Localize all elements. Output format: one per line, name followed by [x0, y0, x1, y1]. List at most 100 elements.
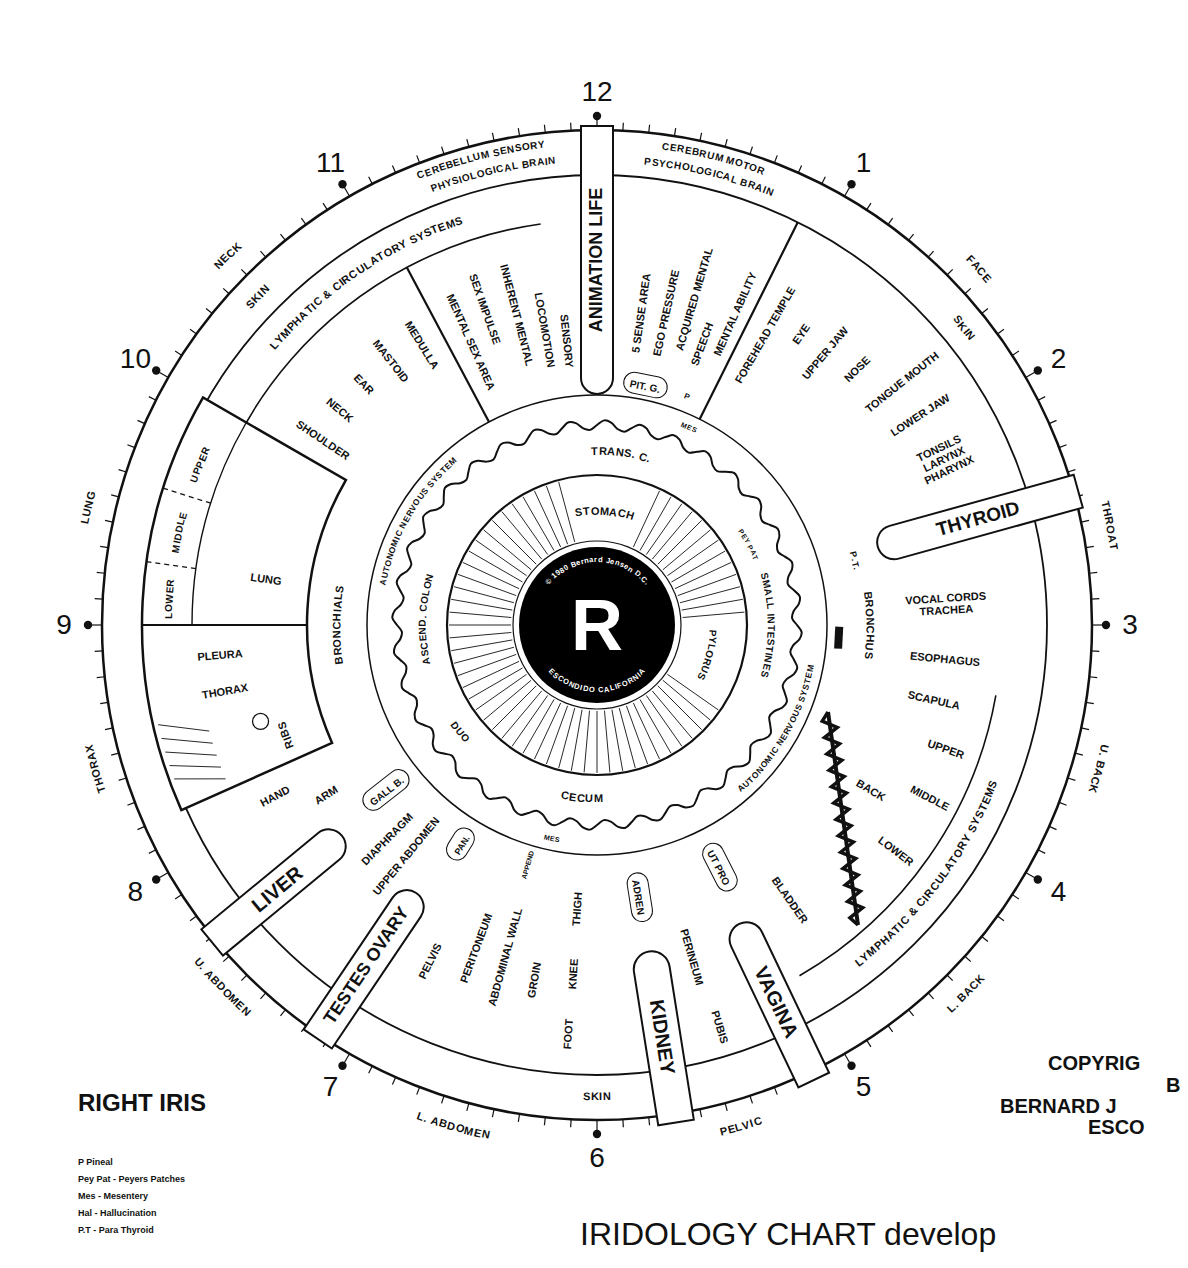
organ-name: R — [571, 589, 623, 661]
rim-tick — [190, 916, 196, 921]
hour-dot — [1102, 621, 1110, 629]
organ-name: ADREN — [630, 878, 646, 915]
rim-tick — [175, 351, 182, 355]
lung-lobe-line — [192, 423, 246, 626]
arc-letter: R — [863, 599, 875, 608]
arc-letter: . — [418, 616, 428, 619]
rim-tick — [95, 650, 103, 652]
clock-number: 12 — [581, 77, 612, 108]
rim-tick — [1089, 676, 1097, 678]
stomach-ray — [680, 587, 740, 603]
arc-letter: L — [764, 596, 775, 604]
rim-tick — [982, 937, 988, 942]
arc-letter: S — [583, 1091, 591, 1102]
rim-tick — [982, 308, 988, 313]
hour-dot — [338, 1062, 346, 1070]
rim-tick — [725, 139, 727, 147]
arc-letter: C — [331, 622, 342, 630]
thorax-hatch — [174, 778, 225, 779]
arc-letter: N — [864, 617, 875, 625]
zone-label: MEDULLA — [403, 319, 442, 371]
zone-label: PERINEUM — [678, 927, 706, 986]
arc-letter: R — [599, 445, 607, 456]
arc-letter: S — [691, 426, 698, 434]
rim-tick — [95, 598, 103, 600]
arc-letter: D — [582, 685, 589, 693]
rim-tick — [137, 826, 144, 829]
organ-oval: PAN. — [442, 823, 479, 864]
arc-letter: O — [332, 638, 344, 647]
stomach-ray — [449, 625, 511, 626]
ring-line — [447, 475, 747, 775]
arc-letter: Y — [743, 537, 751, 545]
organ-name: THYROID — [934, 498, 1022, 541]
rim-tick — [392, 165, 395, 172]
rim-tick — [175, 895, 182, 899]
rim-tick — [119, 778, 127, 780]
stomach-ray — [512, 504, 548, 555]
arc-letter: C — [560, 790, 570, 802]
rim-tick — [467, 1103, 469, 1111]
organ-tab: VAGINA — [723, 915, 831, 1088]
rim-tick — [241, 975, 247, 981]
arc-letter: D — [418, 619, 428, 626]
arc-letter: L — [730, 174, 739, 185]
rim-tick — [301, 218, 306, 224]
page-text: P Pineal — [78, 1158, 113, 1168]
arc-letter: L — [164, 612, 174, 618]
page-text: COPYRIG — [1048, 1052, 1140, 1074]
rim-tick — [750, 1096, 752, 1104]
rim-tick — [442, 147, 444, 155]
rim-tick — [1068, 778, 1076, 780]
rim-tick — [750, 147, 752, 155]
organ-name: TESTES OVARY — [321, 903, 414, 1028]
zone-label: MIDDLE — [908, 783, 951, 813]
rim-tick — [149, 397, 156, 401]
arc-letter: T — [1107, 542, 1119, 550]
rim-tick — [928, 251, 933, 257]
arc-letter: © — [544, 577, 553, 586]
rim-tick — [1075, 753, 1083, 755]
rim-tick — [544, 125, 546, 133]
rim-tick — [280, 1010, 285, 1016]
arc-letter — [595, 686, 597, 694]
rim-tick — [260, 993, 265, 999]
stomach-ray — [512, 695, 548, 746]
arc-letter: C — [576, 792, 585, 804]
organ-oval: GALL B. — [358, 765, 414, 815]
organ-name: UT PRO — [706, 849, 733, 888]
rim-tick — [137, 420, 144, 423]
arc-letter: & — [321, 287, 334, 301]
rim-tick — [492, 1109, 494, 1117]
arc-letter: A — [609, 506, 618, 518]
rim-tick — [1091, 598, 1099, 600]
arc-letter: E — [568, 791, 577, 803]
rim-tick — [700, 1109, 702, 1117]
arc-letter: A — [332, 600, 344, 609]
stomach-ray — [454, 647, 514, 663]
rim-tick — [928, 993, 933, 999]
arc-letter: T — [583, 506, 591, 518]
rim-tick — [622, 123, 624, 131]
zone-label: INHERENT MENTAL — [498, 263, 536, 367]
rim-tick — [100, 702, 108, 703]
rim-tick — [417, 155, 420, 162]
hour-dot — [593, 1130, 601, 1138]
stomach-ray — [626, 706, 647, 764]
rim-tick — [518, 1114, 519, 1122]
rim-tick — [206, 308, 212, 313]
zone-label: LOWER — [876, 834, 916, 868]
stomach-ray — [619, 708, 635, 768]
nerve-wreath — [392, 420, 801, 829]
stomach-ray — [451, 599, 512, 610]
clock-number: 8 — [128, 876, 144, 907]
rim-tick — [1012, 351, 1019, 355]
arc-letter: H — [625, 509, 636, 522]
arc-letter: R — [530, 141, 538, 152]
arc-letter: H — [864, 634, 875, 642]
rim-tick — [867, 1040, 871, 1047]
arc-letter: S — [575, 506, 584, 518]
arc-letter: A — [1106, 533, 1118, 543]
arc-letter: O — [419, 596, 430, 605]
organ-name: VAGINA — [750, 963, 803, 1041]
